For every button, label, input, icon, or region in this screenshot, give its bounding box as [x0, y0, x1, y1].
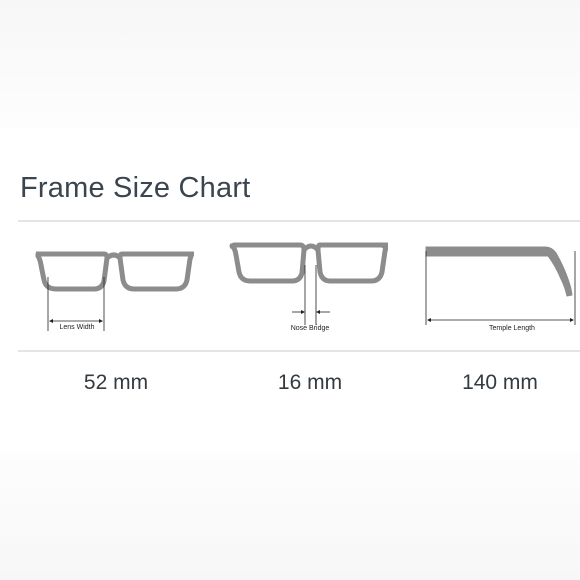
- glasses-front-icon: [229, 242, 389, 284]
- frame-diagrams: Lens Width Nose Bridge Temple Length: [35, 242, 576, 332]
- temple-length-diagram: Temple Length: [425, 246, 576, 332]
- nose-bridge-value: 16 mm: [277, 371, 343, 394]
- divider-bottom: [18, 350, 580, 352]
- nose-bridge-diagram: Nose Bridge: [229, 242, 389, 332]
- temple-length-label: Temple Length: [489, 325, 535, 332]
- nose-bridge-arrowheads: [301, 310, 320, 314]
- lens-width-value: 52 mm: [83, 371, 149, 394]
- temple-arm-icon: [425, 246, 573, 297]
- nose-bridge-label: Nose Bridge: [291, 325, 330, 332]
- chart-title: Frame Size Chart: [20, 172, 251, 204]
- divider-top: [18, 220, 580, 222]
- bottom-band: [0, 453, 580, 580]
- lens-width-label: Lens Width: [59, 324, 94, 331]
- top-band: [0, 0, 580, 128]
- glasses-front-icon: [35, 251, 194, 292]
- temple-length-value: 140 mm: [462, 371, 538, 394]
- lens-width-diagram: Lens Width: [35, 251, 194, 331]
